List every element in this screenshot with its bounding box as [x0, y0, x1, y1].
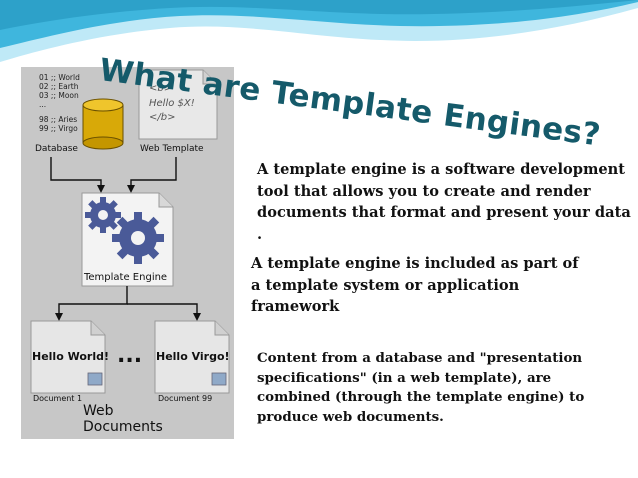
- template-code-line: <b>: [149, 83, 172, 94]
- template-engine-diagram: 01 ;; World 02 ;; Earth 03 ;; Moon ... 9…: [21, 67, 234, 439]
- template-engine-label: Template Engine: [83, 272, 167, 283]
- gear-icon: [85, 197, 121, 233]
- web-documents-label-line1: Web: [83, 403, 114, 419]
- document-99-page-icon: [154, 320, 230, 394]
- db-record: 98 ;; Aries: [39, 115, 77, 124]
- documents-ellipsis: ...: [117, 343, 142, 368]
- input-arrows: [50, 157, 177, 187]
- db-record: 99 ;; Virgo: [39, 124, 78, 133]
- document-99-label: Document 99: [158, 394, 212, 403]
- arrow-head: [193, 313, 201, 321]
- web-template-page-icon: <b> Hello $X! </b>: [138, 69, 218, 140]
- db-record: 01 ;; World: [39, 73, 80, 82]
- document-99-text: Hello Virgo!: [156, 350, 230, 363]
- template-code-line: </b>: [149, 112, 175, 123]
- db-record: 02 ;; Earth: [39, 82, 79, 91]
- process-paragraph: Content from a database and "presentatio…: [257, 350, 585, 425]
- header-wave-decoration: [0, 0, 638, 62]
- db-record: ...: [39, 100, 46, 109]
- document-1-label: Document 1: [33, 394, 82, 403]
- database-cylinder-icon: [82, 98, 124, 150]
- document-1-text: Hello World!: [32, 350, 109, 363]
- document-1-page-icon: [30, 320, 106, 394]
- definition-paragraph: A template engine is a software developm…: [257, 161, 631, 243]
- arrow-head: [127, 185, 135, 193]
- arrow-head: [97, 185, 105, 193]
- template-code-line: Hello $X!: [149, 98, 195, 109]
- database-records: 01 ;; World 02 ;; Earth 03 ;; Moon ... 9…: [39, 73, 80, 133]
- web-template-label: Web Template: [140, 144, 204, 154]
- web-documents-label-line2: Documents: [83, 419, 163, 435]
- database-label: Database: [35, 144, 78, 154]
- output-arrows: [58, 286, 198, 315]
- db-record: 03 ;; Moon: [39, 91, 79, 100]
- system-paragraph: A template engine is included as part of…: [251, 255, 579, 315]
- arrow-head: [55, 313, 63, 321]
- gear-icon: [112, 212, 164, 264]
